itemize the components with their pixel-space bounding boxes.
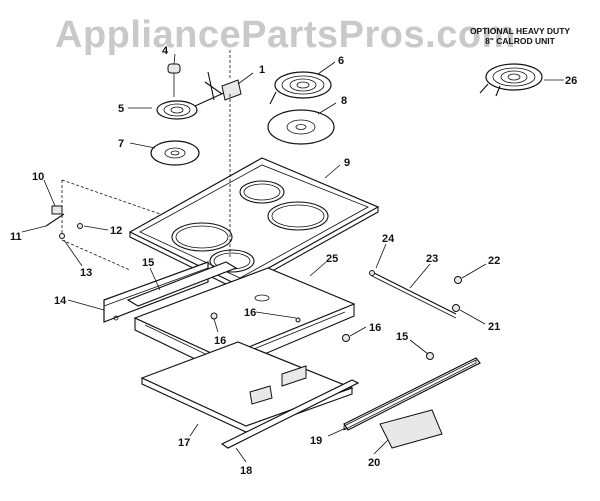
door-plate [379,409,443,449]
callout-17: 17 [178,437,190,449]
optional-title-line1: OPTIONAL HEAVY DUTY [469,26,571,36]
callout-4: 4 [162,45,169,57]
callout-7: 7 [118,138,124,150]
drip-pan-small [150,140,200,166]
cooktop-panel [128,157,380,291]
callout-26: 26 [565,75,577,87]
callout-18: 18 [240,465,252,477]
callout-16-left: 16 [214,335,226,347]
callout-6: 6 [338,55,344,67]
callout-1: 1 [259,64,265,76]
receptacle-assembly [204,50,242,258]
callout-8: 8 [341,95,347,107]
callout-19: 19 [310,435,322,447]
callout-11: 11 [10,231,22,243]
watermark: AppliancePartsPros.com [55,14,516,56]
optional-heavy-duty-element [479,63,543,97]
callout-12: 12 [110,225,122,237]
bottom-panel [140,341,354,433]
callout-14: 14 [54,295,67,307]
callout-16-right: 16 [369,322,381,334]
callout-labels: 1 4 5 6 7 8 9 10 11 12 13 14 15 16 16 16… [10,45,577,477]
left-hinge-parts [45,179,161,271]
callout-15-right: 15 [396,331,408,343]
side-rail [126,261,238,307]
optional-title-line2: 8" CALROD UNIT [485,36,555,46]
surface-element-large [269,71,332,105]
callout-24: 24 [382,233,395,245]
optional-unit-title: OPTIONAL HEAVY DUTY 8" CALROD UNIT [450,26,590,46]
rod [369,270,462,319]
terminal-block [167,63,181,97]
callout-10: 10 [32,171,44,183]
callout-25: 25 [326,253,338,265]
callout-22: 22 [488,255,500,267]
front-strip [220,379,360,449]
callout-20: 20 [368,457,380,469]
leader-lines [21,53,564,463]
drip-pan-large [267,109,335,145]
surface-element-small [156,91,227,120]
callout-5: 5 [118,103,124,115]
callout-13: 13 [80,267,92,279]
callout-23: 23 [426,253,438,265]
screw-right [342,334,350,342]
callout-21: 21 [488,321,500,333]
callout-15-left: 15 [142,257,154,269]
callout-16-center: 16 [244,307,256,319]
callout-9: 9 [344,157,350,169]
